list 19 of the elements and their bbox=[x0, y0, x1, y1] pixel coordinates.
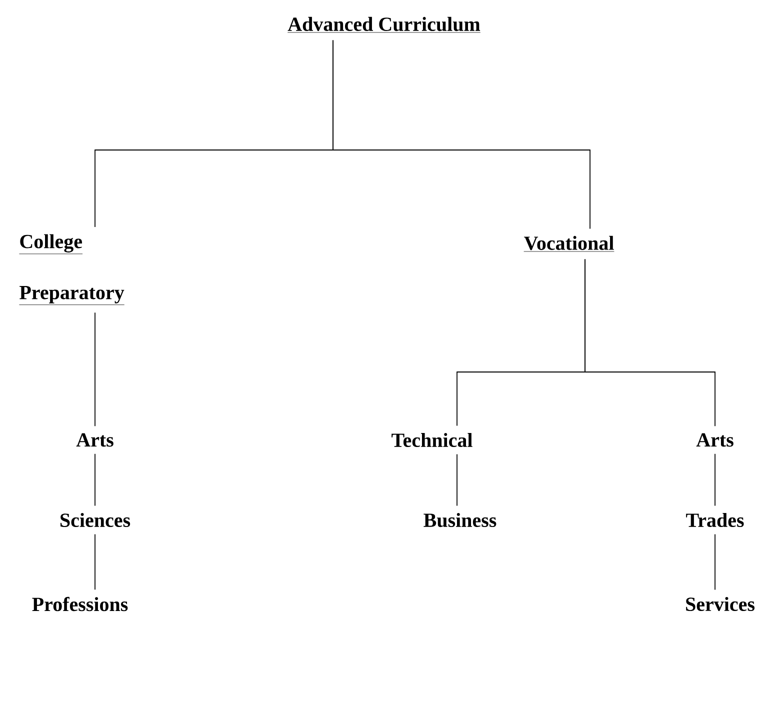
connector-line bbox=[714, 534, 716, 590]
connector-line bbox=[456, 454, 458, 506]
connector-line bbox=[94, 312, 96, 427]
connector-line bbox=[94, 534, 96, 590]
category-text: Services bbox=[686, 596, 755, 612]
category-text: Business bbox=[424, 512, 496, 528]
connector-line bbox=[94, 453, 96, 506]
category-text: Arts bbox=[696, 433, 734, 447]
category-text: Technical bbox=[392, 432, 472, 448]
category-text: Professions bbox=[32, 596, 128, 612]
category-text: Arts bbox=[76, 433, 114, 447]
category-text: Sciences bbox=[60, 512, 130, 528]
heading-text: Vocational bbox=[524, 236, 614, 252]
connector-line bbox=[714, 453, 716, 506]
connector-line bbox=[332, 40, 590, 230]
category-text: Trades bbox=[686, 512, 744, 528]
connector-line bbox=[584, 258, 716, 427]
heading-text: College Preparatory bbox=[19, 234, 125, 305]
heading-text: Advanced Curriculum bbox=[287, 16, 481, 33]
